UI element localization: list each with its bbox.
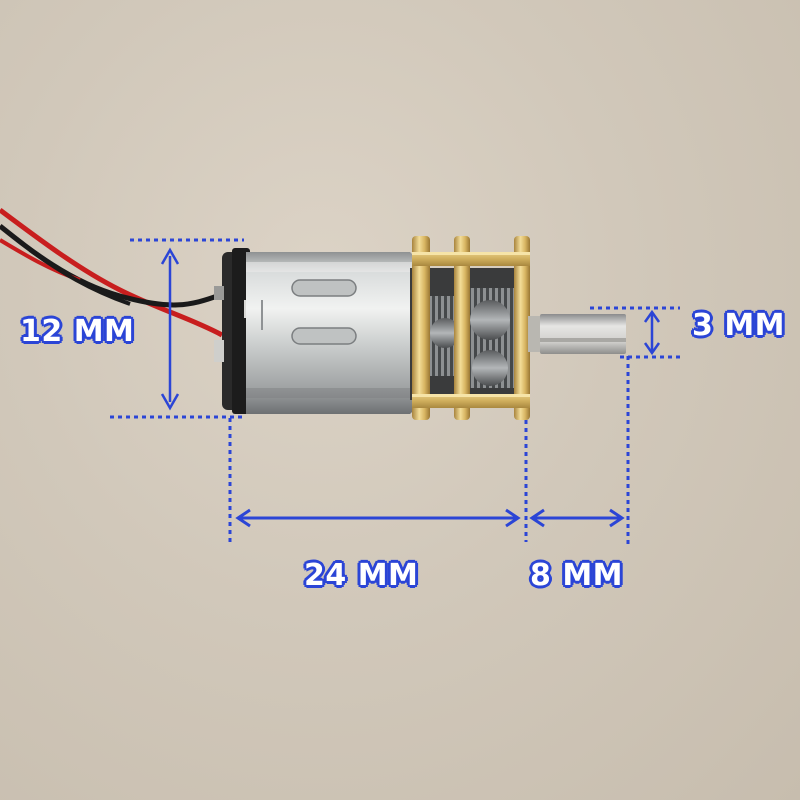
height-dimension-label: 12 MM bbox=[20, 314, 135, 349]
shaft-length-label: 8 MM bbox=[530, 558, 624, 593]
motor-can bbox=[246, 252, 414, 414]
output-shaft bbox=[528, 314, 626, 354]
body-length-label: 24 MM bbox=[304, 558, 419, 593]
shaft-diameter-label: 3 MM bbox=[692, 308, 786, 343]
dimension-lines bbox=[110, 238, 680, 548]
wire-pair bbox=[0, 207, 224, 338]
gearbox bbox=[410, 236, 530, 420]
motor-end-cap bbox=[214, 248, 250, 414]
